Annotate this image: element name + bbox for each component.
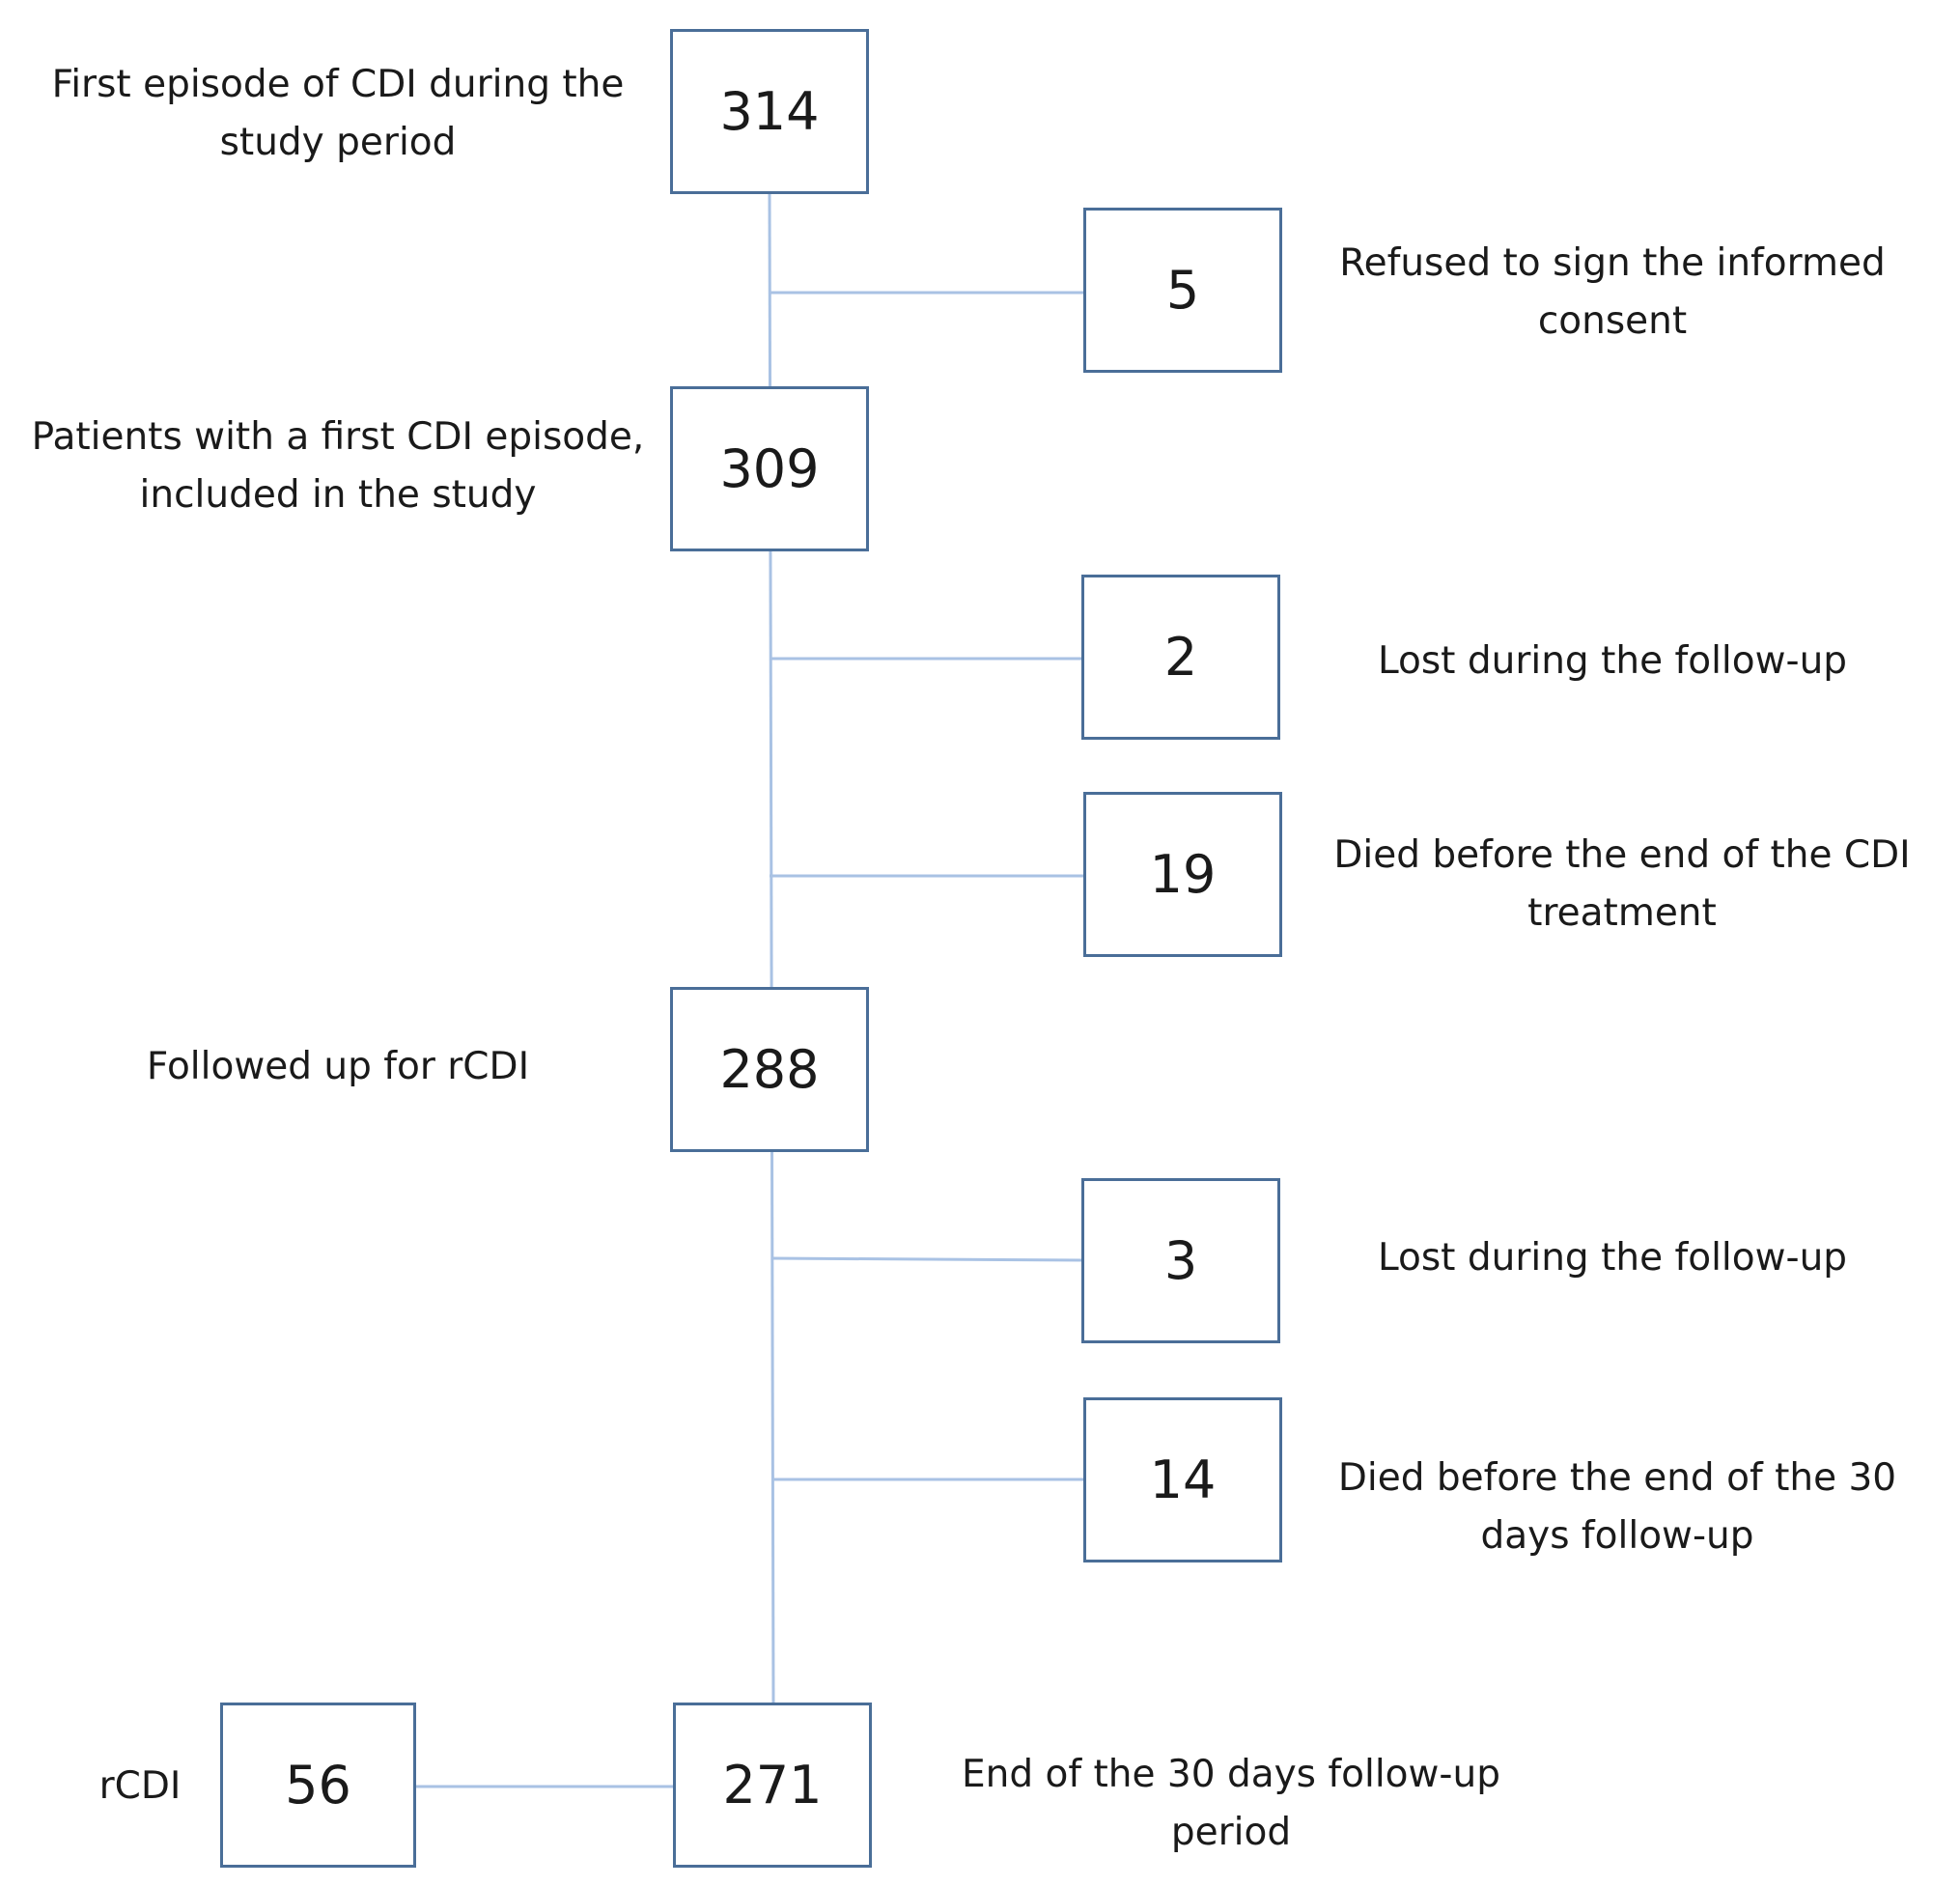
- exclusion3-label: Died before the end of the CDI treatment: [1333, 832, 1911, 935]
- exclusion4-count-box: 3: [1081, 1178, 1280, 1343]
- step2-count-box: 309: [670, 386, 869, 551]
- branch-connector-3: [770, 1256, 1084, 1262]
- exclusion1-label: Refused to sign the informed consent: [1339, 240, 1886, 343]
- step1-label: First episode of CDI during the study pe…: [51, 62, 625, 164]
- step4-label: End of the 30 days follow-up period: [962, 1752, 1500, 1854]
- step4-count-box: 271: [673, 1703, 872, 1868]
- exclusion2-count-box: 2: [1081, 575, 1280, 740]
- exclusion1-count-box: 5: [1083, 208, 1282, 373]
- step3-count-box: 288: [670, 987, 869, 1152]
- exclusion3-count-box: 19: [1083, 792, 1282, 957]
- exclusion5-count-box: 14: [1083, 1397, 1282, 1562]
- step3-label: Followed up for rCDI: [146, 1045, 530, 1088]
- exclusion2-label: Lost during the follow-up: [1377, 639, 1848, 683]
- step2-label: Patients with a first CDI episode, inclu…: [31, 414, 645, 517]
- exclusion4-label: Lost during the follow-up: [1377, 1236, 1848, 1280]
- outcome-label: rCDI: [98, 1764, 182, 1808]
- exclusion5-label: Died before the end of the 30 days follo…: [1337, 1455, 1897, 1558]
- step1-count-box: 314: [670, 29, 869, 194]
- outcome-count-box: 56: [220, 1703, 416, 1868]
